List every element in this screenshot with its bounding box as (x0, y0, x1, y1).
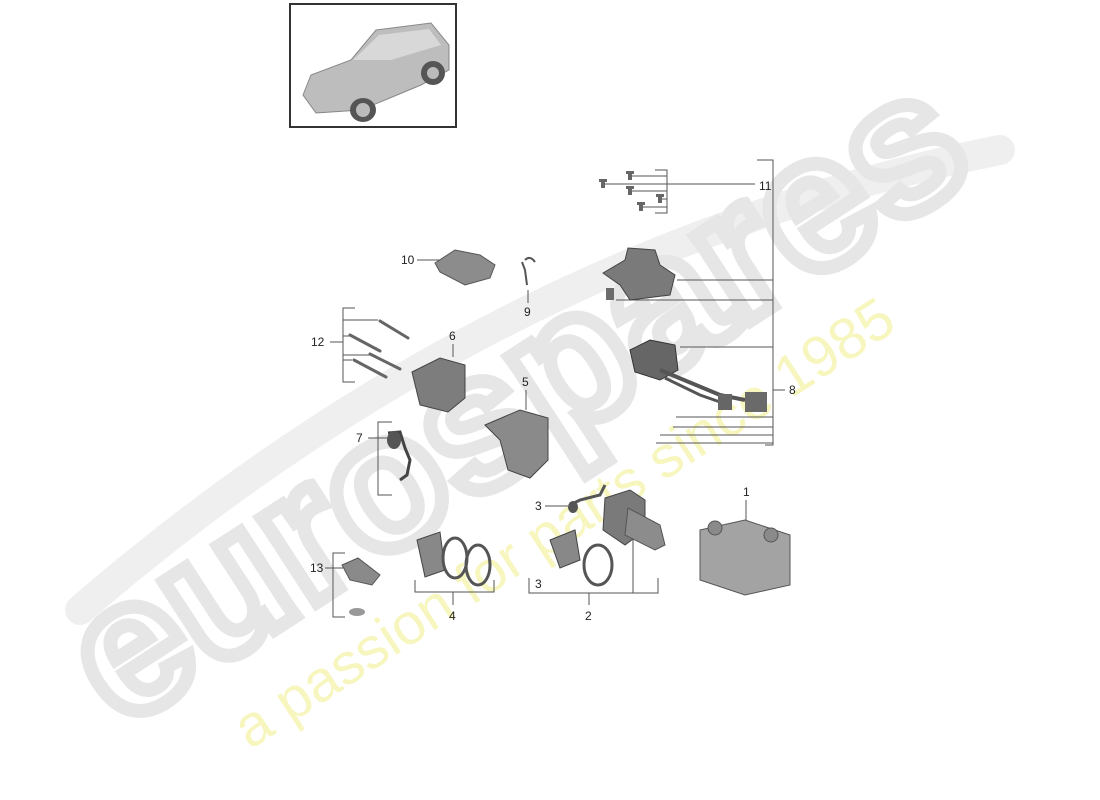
callout-5[interactable]: 5 (522, 375, 529, 389)
callout-1[interactable]: 1 (743, 485, 750, 499)
vehicle-thumbnail (289, 3, 457, 128)
callout-10[interactable]: 10 (401, 253, 415, 267)
callout-12[interactable]: 12 (311, 335, 325, 349)
part-shapes (341, 171, 791, 616)
callout-4[interactable]: 4 (449, 609, 456, 623)
callout-8[interactable]: 8 (789, 383, 796, 397)
callout-6[interactable]: 6 (449, 329, 456, 343)
callout-13[interactable]: 13 (310, 561, 324, 575)
watermark-swoosh (65, 135, 1015, 625)
callout-9[interactable]: 9 (524, 305, 531, 319)
callout-7[interactable]: 7 (356, 431, 363, 445)
callout-3-bracket[interactable]: 3 (535, 577, 542, 591)
suv-vehicle-icon (302, 22, 450, 122)
callout-11[interactable]: 11 (759, 179, 772, 193)
callout-3-sensor[interactable]: 3 (535, 499, 542, 513)
callout-2[interactable]: 2 (585, 609, 592, 623)
